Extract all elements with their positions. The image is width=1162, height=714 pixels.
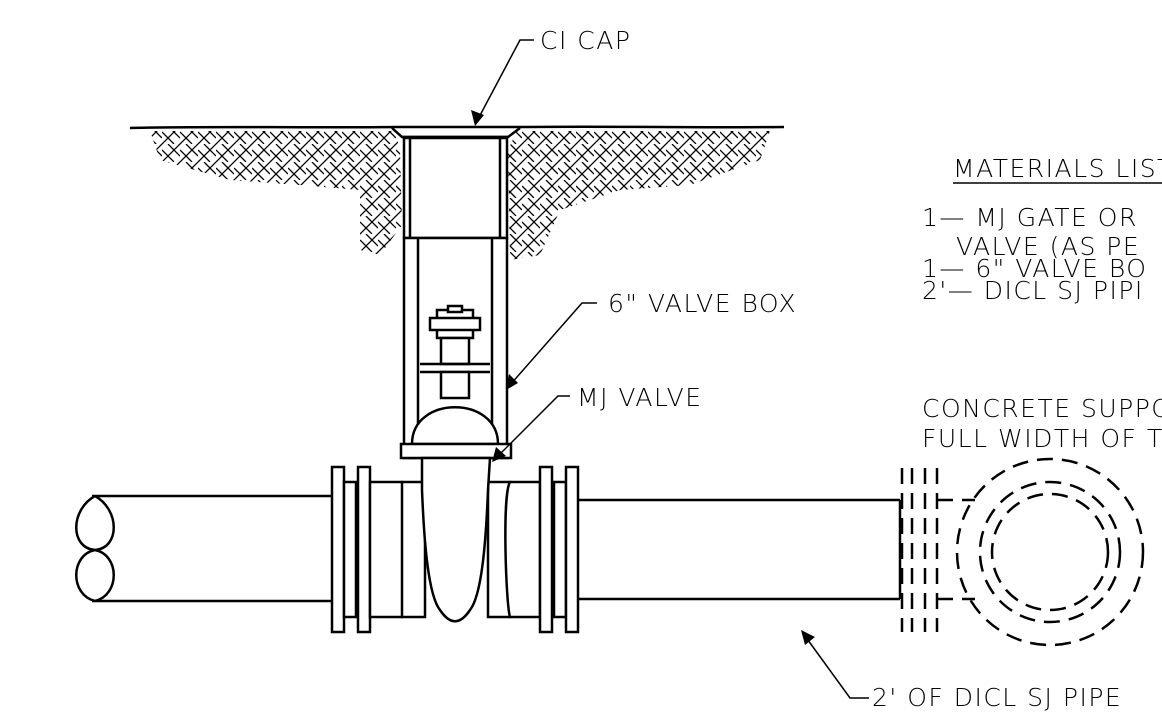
materials-item: 1— 6" VALVE BO [922,254,1147,283]
materials-item: VALVE (AS PE [956,232,1140,261]
valve-bonnet [399,406,513,460]
right-pipe [578,498,902,601]
right-mj-joint [504,465,580,634]
soil-hatch [150,131,770,260]
left-mj-joint [330,465,408,634]
concrete-support-note: CONCRETE SUPPO FULL WIDTH OF T [922,394,1162,453]
label-mj-valve: MJ VALVE [577,383,703,412]
ci-cap [391,127,521,139]
materials-list: MATERIALS LIST 1— MJ GATE OR VALVE (AS P… [922,154,1162,305]
label-valve-box: 6" VALVE BOX [608,289,797,318]
leader-lines [471,39,869,699]
label-pipe: 2' OF DICL SJ PIPE [872,683,1122,712]
valve-body [400,456,512,623]
note-line-1: CONCRETE SUPPO [922,394,1162,423]
materials-title: MATERIALS LIST [953,154,1162,183]
valve-operating-nut [420,304,490,400]
left-pipe [75,494,332,603]
materials-item: 1— MJ GATE OR [922,203,1138,232]
label-ci-cap: CI CAP [540,26,631,55]
materials-item: 2'— DICL SJ PIPI [922,276,1144,305]
ground-line [129,125,785,130]
note-line-2: FULL WIDTH OF T [922,424,1162,453]
future-fitting-dashed [900,457,1145,647]
